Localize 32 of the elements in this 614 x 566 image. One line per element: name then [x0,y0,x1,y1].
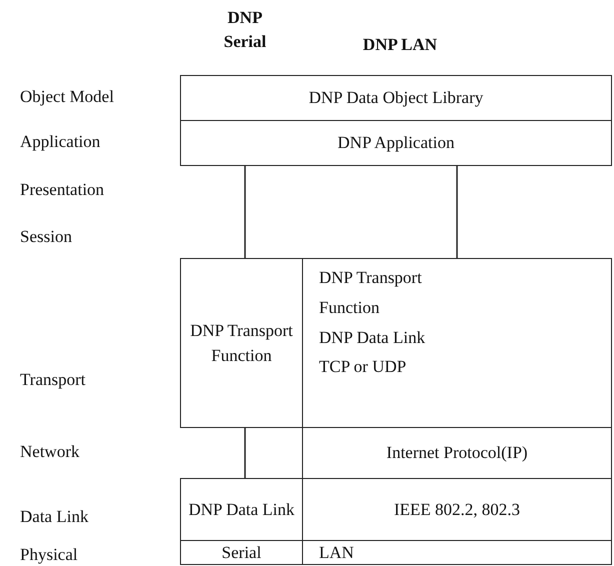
layer-text: DNP Data Object Library [308,87,484,110]
layer-name: Transport [20,369,86,392]
layer-text: DNP Data Link [319,326,426,348]
connector-line [244,166,246,258]
layer-box [180,258,303,428]
column-header: DNP LAN [362,34,438,56]
layer-box [180,120,612,166]
layer-name: Object Model [20,86,114,108]
layer-name: Application [20,131,100,154]
layer-text: DNP Data Link [188,498,295,521]
layer-name: Data Link [20,506,88,528]
connector-line [244,428,246,478]
layer-name: Session [20,226,72,248]
layer-text: DNP Transport Function [319,267,423,319]
connector-line [456,166,458,258]
column-header: DNP Serial [222,7,268,53]
layer-text: Serial [222,542,262,564]
layer-text: DNP Transport Function [189,320,294,367]
layer-box [180,540,303,565]
layer-name: Presentation [20,179,104,202]
layer-text: DNP Application [338,132,454,154]
layer-box [180,478,303,541]
layer-box [302,427,612,479]
layer-box [302,540,612,565]
layer-text: LAN [319,542,354,564]
layer-text: IEEE 802.2, 802.3 [394,498,520,521]
layer-name: Physical [20,544,78,566]
layer-box [180,75,612,121]
layer-text: TCP or UDP [319,356,406,378]
layer-name: Network [20,441,80,464]
layer-box [302,258,612,428]
layer-text: Internet Protocol(IP) [386,442,528,464]
